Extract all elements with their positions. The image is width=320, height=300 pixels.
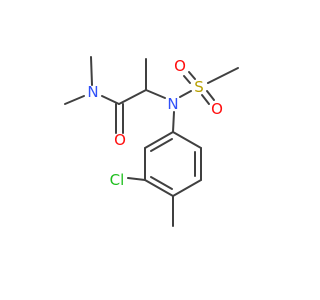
bond-alpha-n-sulfonamide (145, 89, 166, 99)
bond-ring-chlorine (127, 177, 146, 181)
molecule-canvas: N O N S O O Cl (64, 56, 239, 227)
atom-label-layer: N O N S O O Cl (87, 57, 223, 189)
bond-n-ring (172, 111, 175, 133)
bond-sulfur-oxygen-bottom-2 (206, 90, 215, 101)
atom-label-n-sulfonamide: N (167, 95, 178, 113)
ring-bond-4 (144, 179, 174, 197)
bond-n-amide-carbonyl (101, 95, 120, 105)
bond-carbonyl-alpha (118, 89, 147, 105)
ring-bond-1 (172, 131, 202, 149)
bond-layer (64, 56, 239, 227)
bond-methyl-left-n-amide (64, 95, 85, 105)
atom-label-chlorine: Cl (110, 171, 125, 189)
atom-label-sulfur: S (194, 78, 204, 96)
atom-label-o-sulfonyl-top: O (174, 57, 186, 75)
ring-bond-4-inner (150, 176, 173, 190)
bond-sulfur-oxygen-top-1 (183, 75, 191, 84)
bond-sulfur-oxygen-bottom-1 (201, 94, 210, 105)
atom-label-n-amide: N (87, 83, 98, 101)
bond-methyl-top-n-amide (90, 56, 93, 86)
atom-label-o-carbonyl: O (114, 131, 126, 149)
bond-sulfur-oxygen-top-2 (188, 71, 196, 80)
ring-bond-6 (144, 131, 174, 149)
bond-n-sulfur (179, 90, 192, 98)
atom-label-o-sulfonyl-bottom: O (211, 100, 223, 118)
ring-bond-3 (172, 179, 202, 197)
bond-sulfur-methyl (207, 67, 239, 84)
ring-bond-6-inner (150, 138, 173, 152)
molecule-structure: N O N S O O Cl (64, 56, 239, 227)
